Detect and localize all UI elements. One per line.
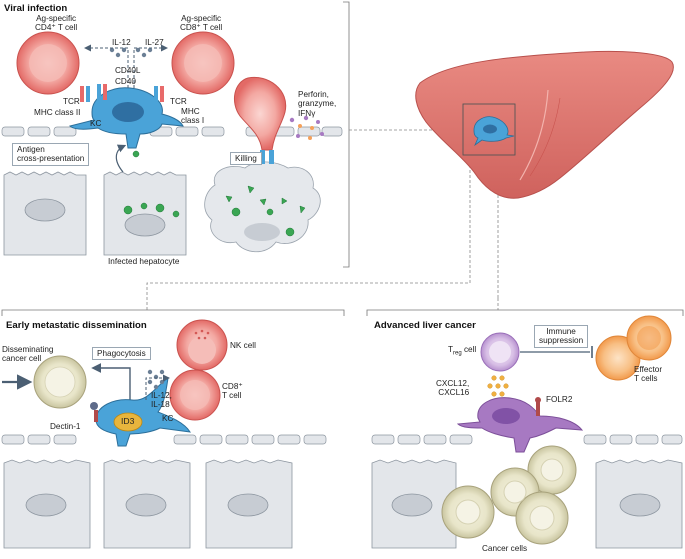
il12-il18-label: IL-12, IL-18 — [151, 391, 172, 410]
nk-cell — [176, 319, 228, 371]
treg-cell — [480, 332, 520, 372]
cd40l-label: CD40L — [115, 66, 141, 75]
hepatocytes-early — [3, 459, 293, 549]
cd40-label: CD40 — [115, 77, 136, 86]
kc-early-label: KC — [162, 414, 174, 423]
kupffer-cell-viral — [69, 87, 184, 149]
immune-suppression-box: Immune suppression — [534, 325, 589, 348]
tcr-right-label: TCR — [170, 97, 187, 106]
effector-t-cells-label: Effector T cells — [634, 365, 663, 384]
phagocytosis-box: Phagocytosis — [92, 347, 151, 361]
nk-cell-label: NK cell — [230, 341, 256, 350]
perforin-granules — [289, 115, 324, 140]
cd8-t-cell-early-label: CD8⁺ T cell — [222, 382, 243, 401]
treg-label: Treg cell — [448, 345, 476, 358]
id3-label: ID3 — [121, 416, 135, 426]
dying-hepatocyte — [204, 161, 321, 253]
folr2-label: FOLR2 — [546, 395, 573, 404]
effector-t-cells — [595, 315, 672, 381]
chemokine-dots — [487, 375, 509, 397]
advanced-panel-title: Advanced liver cancer — [374, 320, 476, 331]
killing-box: Killing — [230, 152, 262, 166]
dectin-receptor — [90, 402, 98, 422]
viral-panel-title: Viral infection — [4, 3, 68, 14]
cancer-cells-label: Cancer cells — [482, 544, 528, 553]
liver-illustration — [415, 50, 674, 199]
cd8-t-cell-label: Ag-specific CD8⁺ T cell — [180, 14, 223, 33]
treg-label-prefix: T — [448, 345, 454, 354]
folr2-macrophage — [456, 397, 584, 453]
cd8-t-cell — [171, 31, 235, 95]
perforin-label: Perforin, granzyme, IFNγ — [298, 90, 337, 118]
cancer-cell-cluster — [441, 445, 577, 545]
infected-hepatocyte-label: Infected hepatocyte — [108, 257, 180, 266]
tcr-left-label: TCR — [63, 97, 80, 106]
endothelium-top — [1, 126, 343, 137]
il27-label: IL-27 — [145, 38, 164, 47]
endothelium-mid — [1, 434, 327, 445]
kc-viral-label: KC — [90, 119, 102, 128]
viral-panel-frame — [343, 1, 350, 268]
mhc-class-i-label: MHC class I — [181, 107, 205, 126]
connector-lines — [146, 129, 499, 310]
cytokines-early — [147, 369, 165, 390]
disseminating-cancer-cell — [33, 355, 87, 409]
cd4-t-cell — [16, 31, 80, 95]
endothelium-right — [371, 434, 683, 445]
treg-label-sub: reg — [453, 350, 462, 357]
killer-t-cell — [233, 76, 287, 164]
treg-label-suffix: cell — [461, 345, 477, 354]
virus-particles — [123, 150, 180, 218]
dectin-label: Dectin-1 — [50, 422, 81, 431]
hepatocytes-viral — [3, 171, 187, 256]
cd8-t-cell-early — [169, 369, 221, 421]
cxcl-label: CXCL12, CXCL16 — [436, 379, 470, 398]
il12-label: IL-12 — [112, 38, 131, 47]
mhc-class-ii-label: MHC class II — [34, 108, 81, 117]
receptors-viral — [80, 84, 164, 102]
hepatocytes-advanced — [371, 459, 683, 549]
liver-zoom-box — [462, 103, 516, 156]
cytokines-viral — [109, 47, 153, 58]
cd4-t-cell-label: Ag-specific CD4⁺ T cell — [35, 14, 78, 33]
early-panel-title: Early metastatic dissemination — [6, 320, 147, 331]
disseminating-cell-label: Disseminating cancer cell — [2, 345, 54, 364]
lower-panel-frames — [1, 309, 684, 316]
cross-presentation-box: Antigen cross-presentation — [12, 143, 90, 166]
kupffer-cell-early — [95, 376, 191, 447]
